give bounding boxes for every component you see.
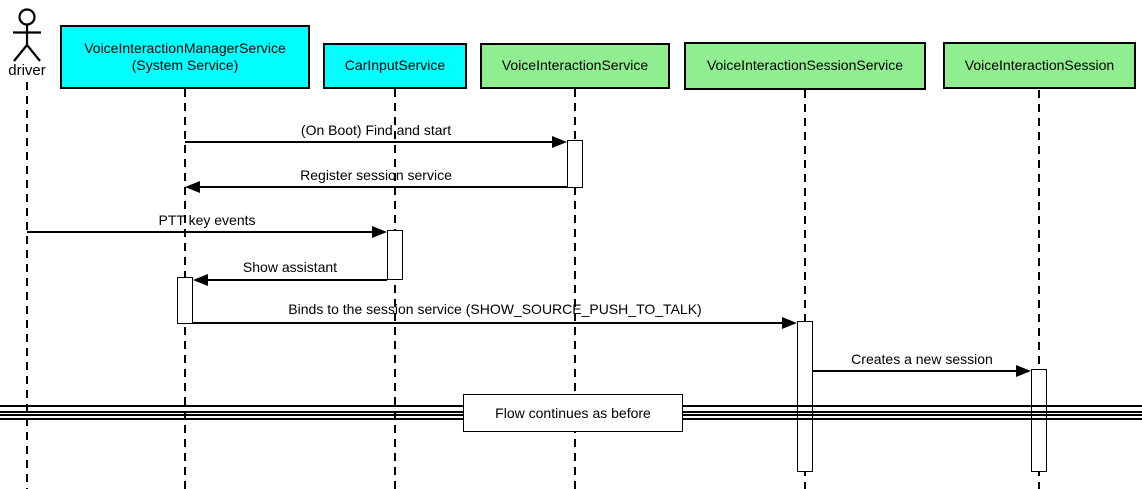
message-line — [185, 141, 552, 143]
participant-voice-interaction-session-service: VoiceInteractionSessionService — [684, 42, 926, 90]
participant-label: VoiceInteractionSession — [964, 56, 1115, 73]
activation-bar-car-input-service — [387, 230, 403, 280]
participant-label: VoiceInteractionManagerService (System S… — [84, 39, 286, 74]
arrowhead-right-icon — [782, 317, 797, 329]
arrowhead-right-icon — [372, 226, 387, 238]
message-label: Show assistant — [242, 259, 338, 275]
lifeline-voice-interaction-session — [1038, 90, 1040, 489]
participant-label: VoiceInteractionSessionService — [706, 57, 904, 74]
message-line — [27, 231, 372, 233]
participant-label: CarInputService — [344, 57, 446, 74]
arrowhead-left-icon — [185, 181, 200, 193]
message-label: Creates a new session — [851, 351, 993, 367]
message-label: Register session service — [300, 167, 452, 183]
message-label: Binds to the session service (SHOW_SOURC… — [288, 301, 702, 317]
person-icon — [13, 8, 41, 62]
message-label: (On Boot) Find and start — [300, 122, 452, 138]
lifeline-car-input-service — [394, 89, 396, 489]
participant-label: VoiceInteractionService — [501, 57, 649, 74]
participant-voice-interaction-service: VoiceInteractionService — [480, 43, 670, 89]
lifeline-voice-interaction-session-service — [804, 90, 806, 489]
actor-label: driver — [8, 62, 46, 79]
divider-label-box: Flow continues as before — [463, 394, 683, 432]
divider-label: Flow continues as before — [495, 405, 651, 421]
lifeline-driver — [26, 82, 28, 489]
arrowhead-right-icon — [552, 136, 567, 148]
message-line — [200, 186, 567, 188]
message-label: PTT key events — [158, 212, 256, 228]
activation-bar-voice-interaction-service — [567, 140, 583, 188]
participant-voice-interaction-session: VoiceInteractionSession — [943, 42, 1136, 89]
message-line — [813, 370, 1016, 372]
lifeline-voice-interaction-service — [574, 89, 576, 489]
activation-bar-manager-service — [177, 277, 193, 324]
activation-bar-session-service — [797, 321, 813, 472]
message-line — [208, 279, 387, 281]
message-line — [193, 322, 782, 324]
participant-car-input-service: CarInputService — [323, 43, 467, 89]
arrowhead-left-icon — [193, 274, 208, 286]
participant-voice-interaction-manager-service: VoiceInteractionManagerService (System S… — [60, 25, 310, 89]
activation-bar-session — [1031, 369, 1047, 472]
arrowhead-right-icon — [1016, 365, 1031, 377]
